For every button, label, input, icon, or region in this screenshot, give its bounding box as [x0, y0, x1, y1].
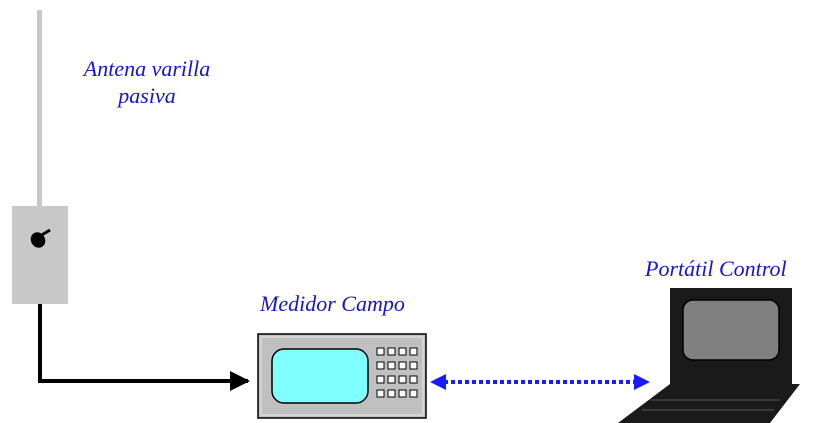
keypad-key — [398, 375, 407, 384]
keypad-key — [409, 347, 418, 356]
antenna-rod-icon — [37, 10, 42, 206]
data-link-arrow — [430, 374, 650, 390]
keypad-key — [387, 347, 396, 356]
keypad-key — [387, 361, 396, 370]
antenna-cable — [38, 304, 250, 391]
keypad-key — [398, 389, 407, 398]
keypad-key — [409, 375, 418, 384]
keypad-key — [376, 361, 385, 370]
field-meter-icon — [257, 333, 427, 419]
antenna-label: Antena varilla pasiva — [67, 55, 227, 109]
keypad-key — [387, 389, 396, 398]
keypad-key — [398, 347, 407, 356]
meter-label: Medidor Campo — [260, 291, 405, 316]
antenna-label-line1: Antena varilla — [83, 56, 211, 81]
keypad-key — [376, 389, 385, 398]
meter-keypad — [376, 347, 418, 398]
laptop-label: Portátil Control — [645, 256, 787, 281]
laptop-icon — [618, 288, 800, 423]
keypad-key — [409, 389, 418, 398]
keypad-key — [409, 361, 418, 370]
keypad-key — [376, 375, 385, 384]
keypad-key — [387, 375, 396, 384]
keypad-key — [376, 347, 385, 356]
connector-plug-icon — [12, 206, 68, 304]
keypad-key — [398, 361, 407, 370]
antenna-label-line2: pasiva — [118, 83, 176, 108]
